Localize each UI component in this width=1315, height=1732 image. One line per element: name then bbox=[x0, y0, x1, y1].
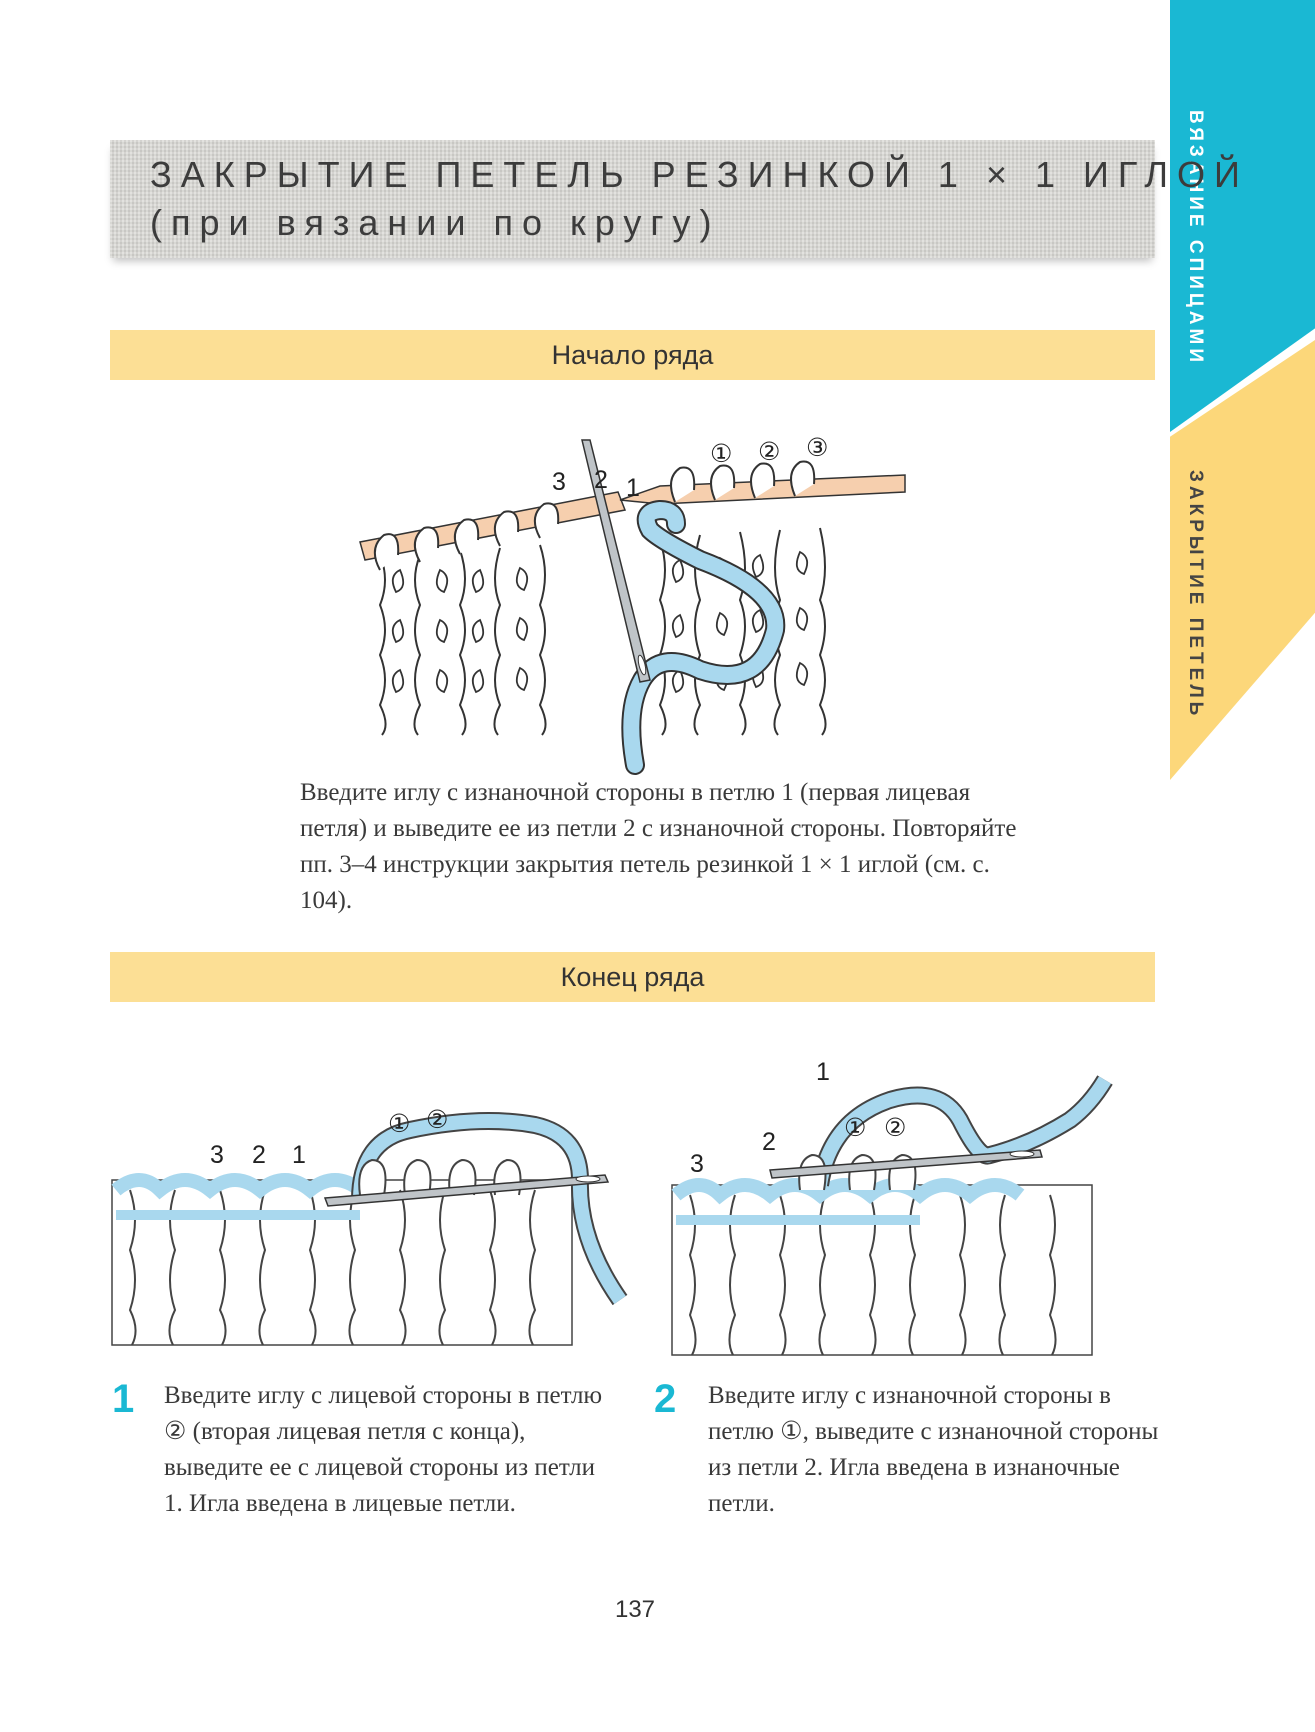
knitted-fabric bbox=[370, 527, 840, 736]
label-1: 1 bbox=[292, 1141, 306, 1169]
row-start-instructions: Введите иглу с изнаночной стороны в петл… bbox=[300, 779, 1017, 914]
label-3: 3 bbox=[552, 468, 566, 496]
label-circled-1: ① bbox=[844, 1114, 866, 1142]
label-1: 1 bbox=[626, 474, 640, 502]
section-heading-row-end: Конец ряда bbox=[110, 952, 1155, 1002]
label-circled-2: ② bbox=[884, 1114, 906, 1142]
sewn-yarn-row bbox=[671, 1178, 1025, 1205]
step-2-instructions: Введите иглу с изнаночной стороны в петл… bbox=[708, 1382, 1159, 1517]
sewn-yarn-row bbox=[111, 1173, 365, 1200]
needle-stitches bbox=[373, 460, 816, 571]
knitted-fabric bbox=[111, 1179, 573, 1346]
page-number: 137 bbox=[614, 1596, 656, 1623]
label-circled-2: ② bbox=[426, 1106, 448, 1134]
page-subtitle: (при вязании по кругу) bbox=[150, 202, 721, 243]
yarn-loop bbox=[353, 1114, 626, 1305]
illustration-step-2: 1 2 3 ① ② bbox=[671, 1058, 1113, 1356]
page-title-band: ЗАКРЫТИЕ ПЕТЕЛЬ РЕЗИНКОЙ 1 × 1 ИГЛОЙ (пр… bbox=[110, 140, 1240, 258]
illustration-step-1: 3 2 1 ① ② bbox=[111, 1106, 628, 1346]
label-circled-3: ③ bbox=[806, 434, 828, 462]
label-1: 1 bbox=[816, 1058, 830, 1086]
illustration-row-start: 3 2 1 ① ② ③ bbox=[359, 434, 906, 775]
step-number-1: 1 bbox=[112, 1377, 135, 1421]
section-heading-row-start: Начало ряда bbox=[110, 330, 1155, 380]
page-title: ЗАКРЫТИЕ ПЕТЕЛЬ РЕЗИНКОЙ 1 × 1 ИГЛОЙ bbox=[150, 154, 1249, 195]
knitted-fabric bbox=[671, 1184, 1093, 1356]
label-circled-1: ① bbox=[710, 440, 732, 468]
side-tab-knitting-label: ВЯЗАНИЕ СПИЦАМИ bbox=[1185, 110, 1206, 366]
tapestry-needle bbox=[581, 439, 651, 683]
label-circled-1: ① bbox=[388, 1110, 410, 1138]
label-2: 2 bbox=[252, 1141, 266, 1169]
side-tab-binding-off-label: ЗАКРЫТИЕ ПЕТЕЛЬ bbox=[1185, 470, 1206, 720]
label-circled-2: ② bbox=[758, 438, 780, 466]
label-2: 2 bbox=[762, 1128, 776, 1156]
yarn-loop bbox=[813, 1076, 1112, 1187]
label-3: 3 bbox=[690, 1150, 704, 1178]
label-2: 2 bbox=[594, 466, 608, 494]
label-3: 3 bbox=[210, 1141, 224, 1169]
step-number-2: 2 bbox=[654, 1377, 677, 1421]
step-1-instructions: Введите иглу с лицевой стороны в петлю ②… bbox=[164, 1382, 603, 1517]
tapestry-needle bbox=[323, 1174, 610, 1207]
tapestry-needle bbox=[769, 1149, 1043, 1179]
